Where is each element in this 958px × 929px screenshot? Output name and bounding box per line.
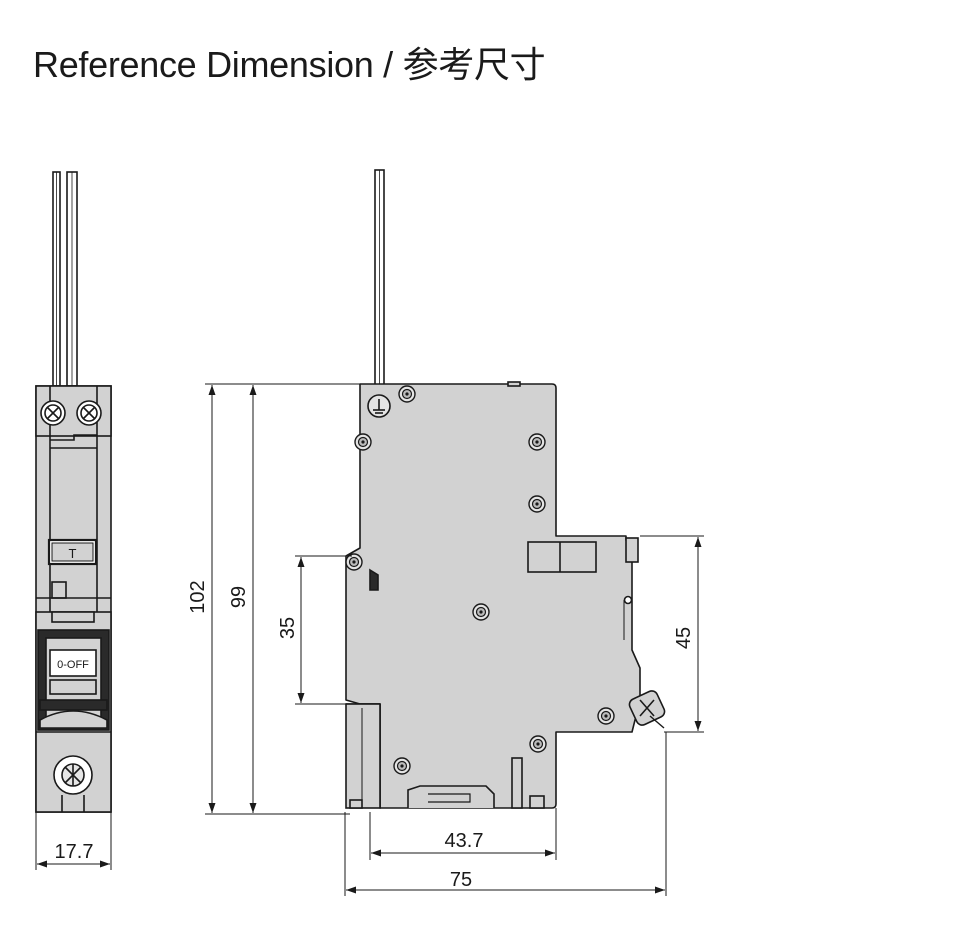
side-view: [345, 169, 666, 809]
dim-depth-front-value: 43.7: [445, 830, 484, 852]
handle-label: 0-OFF: [57, 659, 89, 671]
bottom-terminal-screw: [53, 755, 93, 795]
page-title: Reference Dimension / 参考尺寸: [33, 44, 546, 85]
dim-rail-height: [295, 555, 352, 705]
terminal-screw-right: [76, 400, 102, 426]
side-window: [527, 541, 597, 573]
release-clip: [628, 690, 666, 729]
wires-front: [52, 171, 78, 387]
wire-side: [374, 169, 385, 387]
ground-screw: [367, 394, 391, 418]
side-body: [345, 383, 641, 809]
dim-rail-height-value: 35: [277, 617, 299, 639]
terminal-screw-left: [40, 400, 66, 426]
dim-width-front: 17.7: [35, 812, 112, 870]
dim-depth-total: [344, 732, 667, 896]
dim-width-front-value: 17.7: [55, 841, 94, 863]
dim-height-total-value: 102: [187, 580, 209, 613]
dim-height-body-value: 99: [228, 586, 250, 608]
din-clip: [407, 785, 495, 808]
front-view: T 0-OFF: [35, 171, 112, 813]
test-button-label: T: [69, 546, 77, 561]
dim-depth-total-value: 75: [450, 869, 472, 891]
test-button: T: [47, 538, 98, 566]
dim-depth-front: [369, 808, 557, 860]
dim-front-depth-value: 45: [673, 627, 695, 649]
dim-front-depth: [640, 535, 704, 733]
